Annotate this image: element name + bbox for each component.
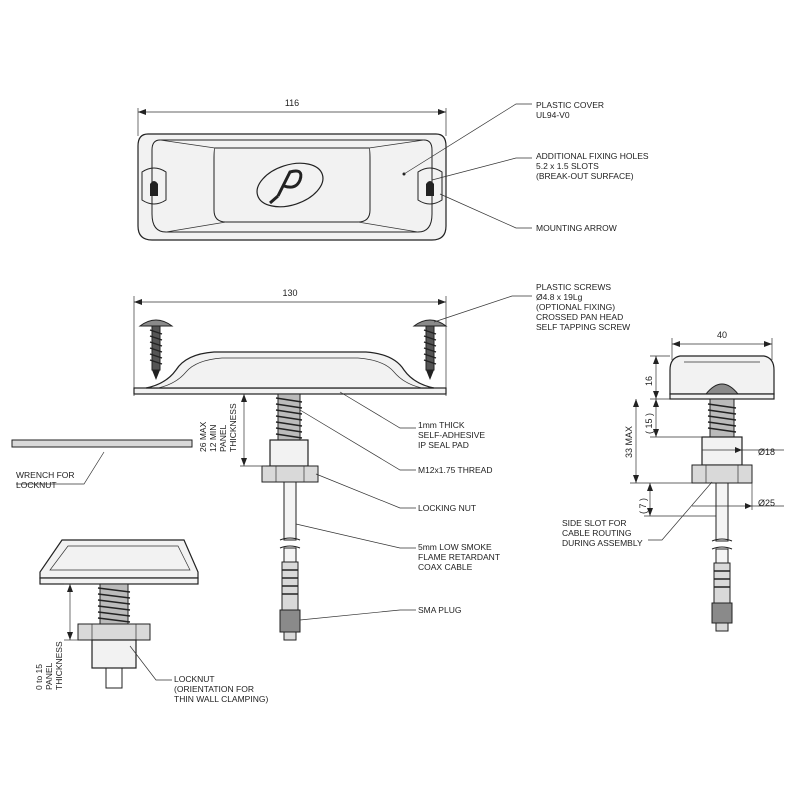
fixing-hole-left-icon [141,167,167,205]
label-plastic-screws: PLASTIC SCREWS Ø4.8 x 19Lg (OPTIONAL FIX… [536,282,630,332]
screw-left-icon [138,319,174,380]
label-seal-pad: 1mm THICK SELF-ADHESIVE IP SEAL PAD [418,420,487,450]
coax-cable-icon [279,481,301,563]
dim-top-width: 116 [285,98,299,108]
logo-icon [256,162,324,208]
locknut-thread-icon [97,583,131,625]
label-side-slot: SIDE SLOT FOR CABLE ROUTING DURING ASSEM… [562,518,643,548]
locking-nut-icon [261,439,319,483]
screw-right-icon [412,319,448,380]
thread-stud-icon [275,393,303,441]
label-locking-nut: LOCKING NUT [418,503,476,513]
label-plastic-cover: PLASTIC COVER UL94-V0 [536,100,606,120]
wrench-view: WRENCH FOR LOCKNUT [11,439,193,490]
label-sma-plug: SMA PLUG [418,605,461,615]
label-coax-cable: 5mm LOW SMOKE FLAME RETARDANT COAX CABLE [418,542,502,572]
locknut-icon [77,623,151,641]
label-locknut: LOCKNUT (ORIENTATION FOR THIN WALL CLAMP… [174,674,268,704]
base-plate [133,387,447,395]
dim-right-33: 33 MAX [624,426,634,458]
right-thread-icon [707,398,737,438]
dim-right-height: 16 [644,376,654,386]
right-view: 40 16 [562,330,784,632]
label-fixing-holes: ADDITIONAL FIXING HOLES 5.2 x 1.5 SLOTS … [536,151,651,181]
dim-right-width: 40 [717,330,727,340]
right-locknut [691,464,753,484]
cover-side-profile [145,351,435,389]
fixing-hole-right-icon [417,167,443,205]
dim-dia-25: Ø25 [758,498,775,508]
side-view: 130 [133,282,630,641]
label-wrench: WRENCH FOR LOCKNUT [16,470,77,490]
right-sma-plug-icon [711,562,733,632]
dim-side-width: 130 [282,288,297,298]
dim-right-15: ( 15 ) [644,413,654,434]
locknut-view: 0 to 15 PANEL THICKNESS LOCKNUT (ORIENTA… [34,539,268,704]
dim-panel-thickness: 26 MAX 12 MIN PANEL THICKNESS [198,403,238,452]
dim-dia-18: Ø18 [758,447,775,457]
dim-right-7: ( 7 ) [638,498,648,514]
sma-plug-icon [279,561,301,641]
label-thread: M12x1.75 THREAD [418,465,492,475]
wrench-icon [11,439,193,448]
top-view: 116 PLASTIC COVER UL94-V0 [137,98,651,241]
dim-locknut-panel: 0 to 15 PANEL THICKNESS [34,641,64,690]
label-mounting-arrow: MOUNTING ARROW [536,223,617,233]
